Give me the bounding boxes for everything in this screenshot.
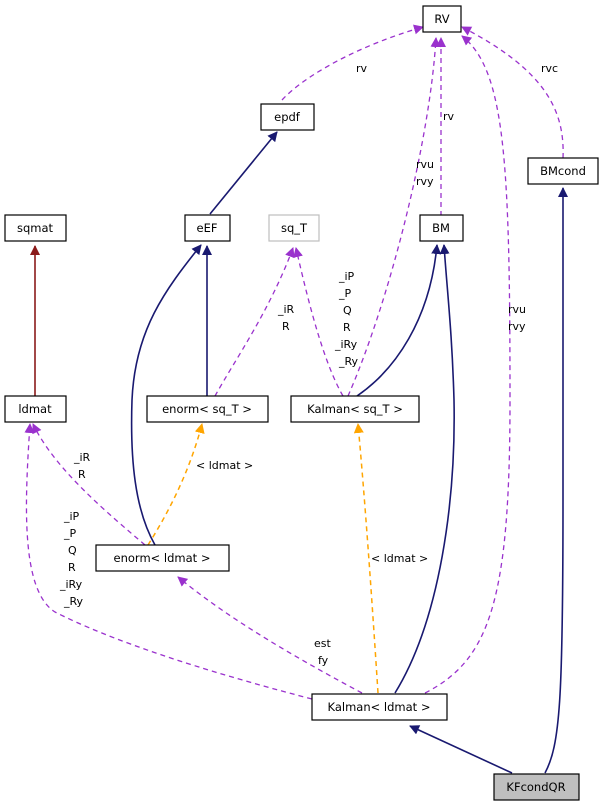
edge-enormldmat-enormsqt bbox=[147, 423, 205, 546]
label-kl-q: Q bbox=[68, 544, 77, 557]
node-rv-label: RV bbox=[434, 12, 449, 26]
label-ksq-ry: _Ry bbox=[338, 355, 359, 368]
label-kl-rvy: rvy bbox=[508, 320, 526, 333]
edge-kalmanldmat-enormldmat bbox=[177, 576, 363, 694]
label-kl-ip: _iP bbox=[63, 510, 80, 523]
label-kl-est: est bbox=[314, 637, 331, 650]
node-kalman-sqt-label: Kalman< sq_T > bbox=[307, 402, 403, 416]
edge-kalman-ldmat-rv bbox=[424, 35, 511, 694]
edge-eef-epdf bbox=[209, 131, 278, 215]
label-esq-ir: _iR bbox=[277, 303, 295, 316]
label-ksq-ip: _iP bbox=[338, 270, 355, 283]
edge-kalmansqt-sqt bbox=[293, 247, 344, 397]
label-tmpl-enorm: < ldmat > bbox=[196, 459, 253, 472]
edge-kalmansqt-bm bbox=[356, 244, 442, 397]
label-eld-ir: _iR bbox=[73, 451, 91, 464]
label-esq-r: R bbox=[282, 320, 290, 333]
edge-kalmanldmat-ldmat bbox=[24, 423, 313, 700]
label-bmcond-rvc: rvc bbox=[541, 62, 558, 75]
label-ksq-iry: _iRy bbox=[334, 338, 358, 351]
node-sq-t-label: sq_T bbox=[281, 221, 308, 235]
node-kfcondqr-label: KFcondQR bbox=[506, 780, 565, 794]
node-enorm-ldmat-label: enorm< ldmat > bbox=[114, 551, 211, 565]
label-kl-r: R bbox=[68, 561, 76, 574]
label-epdf-rv: rv bbox=[356, 62, 368, 75]
edge-kfcondqr-kalmanldmat bbox=[409, 725, 513, 774]
edge-kalman-sqt-rv bbox=[347, 37, 441, 397]
node-bmcond[interactable]: BMcond bbox=[527, 157, 599, 185]
label-tmpl-kalman: < ldmat > bbox=[371, 552, 428, 565]
node-kalman-sqt[interactable]: Kalman< sq_T > bbox=[290, 395, 420, 423]
label-kl-fy: fy bbox=[318, 654, 329, 667]
edge-kalmanldmat-kalmansqt bbox=[353, 423, 379, 694]
node-sqmat-label: sqmat bbox=[17, 221, 54, 235]
node-enorm-ldmat[interactable]: enorm< ldmat > bbox=[95, 544, 230, 572]
label-ksq-p: _P bbox=[338, 287, 352, 300]
node-ldmat-label: ldmat bbox=[18, 402, 52, 416]
node-ldmat[interactable]: ldmat bbox=[4, 395, 67, 423]
node-bmcond-label: BMcond bbox=[540, 164, 586, 178]
edge-kfcondqr-bmcond bbox=[544, 187, 568, 774]
edge-enormldmat-eef bbox=[130, 244, 202, 546]
node-sqmat[interactable]: sqmat bbox=[4, 214, 67, 242]
label-kl-p: _P bbox=[63, 527, 77, 540]
node-enorm-sqt-label: enorm< sq_T > bbox=[162, 402, 252, 416]
node-eef[interactable]: eEF bbox=[184, 214, 231, 242]
label-ksq-rvu: rvu bbox=[416, 158, 434, 171]
node-enorm-sqt[interactable]: enorm< sq_T > bbox=[146, 395, 269, 423]
node-epdf[interactable]: epdf bbox=[260, 103, 315, 131]
edge-kalmanldmat-bm bbox=[394, 244, 455, 694]
edge-enormldmat-ldmat bbox=[32, 423, 146, 546]
node-rv[interactable]: RV bbox=[422, 5, 462, 33]
label-kl-rvu: rvu bbox=[508, 303, 526, 316]
label-kl-iry: _iRy bbox=[59, 578, 83, 591]
edge-enormsqt-sqt bbox=[214, 247, 295, 397]
label-ksq-q: Q bbox=[343, 304, 352, 317]
label-ksq-rvy: rvy bbox=[416, 175, 434, 188]
node-kalman-ldmat-label: Kalman< ldmat > bbox=[328, 700, 431, 714]
label-eld-r: R bbox=[78, 468, 86, 481]
label-ksq-r: R bbox=[343, 321, 351, 334]
node-kfcondqr[interactable]: KFcondQR bbox=[493, 773, 580, 801]
node-eef-label: eEF bbox=[197, 221, 218, 235]
edge-epdf-rv bbox=[281, 24, 424, 101]
node-epdf-label: epdf bbox=[274, 110, 301, 124]
node-bm-label: BM bbox=[432, 221, 450, 235]
edge-bmcond-rv bbox=[461, 26, 564, 159]
node-kalman-ldmat[interactable]: Kalman< ldmat > bbox=[311, 693, 448, 721]
label-bm-rv: rv bbox=[443, 110, 455, 123]
label-kl-ry: _Ry bbox=[63, 595, 84, 608]
node-bm[interactable]: BM bbox=[419, 214, 464, 242]
node-sq-t[interactable]: sq_T bbox=[268, 214, 320, 242]
